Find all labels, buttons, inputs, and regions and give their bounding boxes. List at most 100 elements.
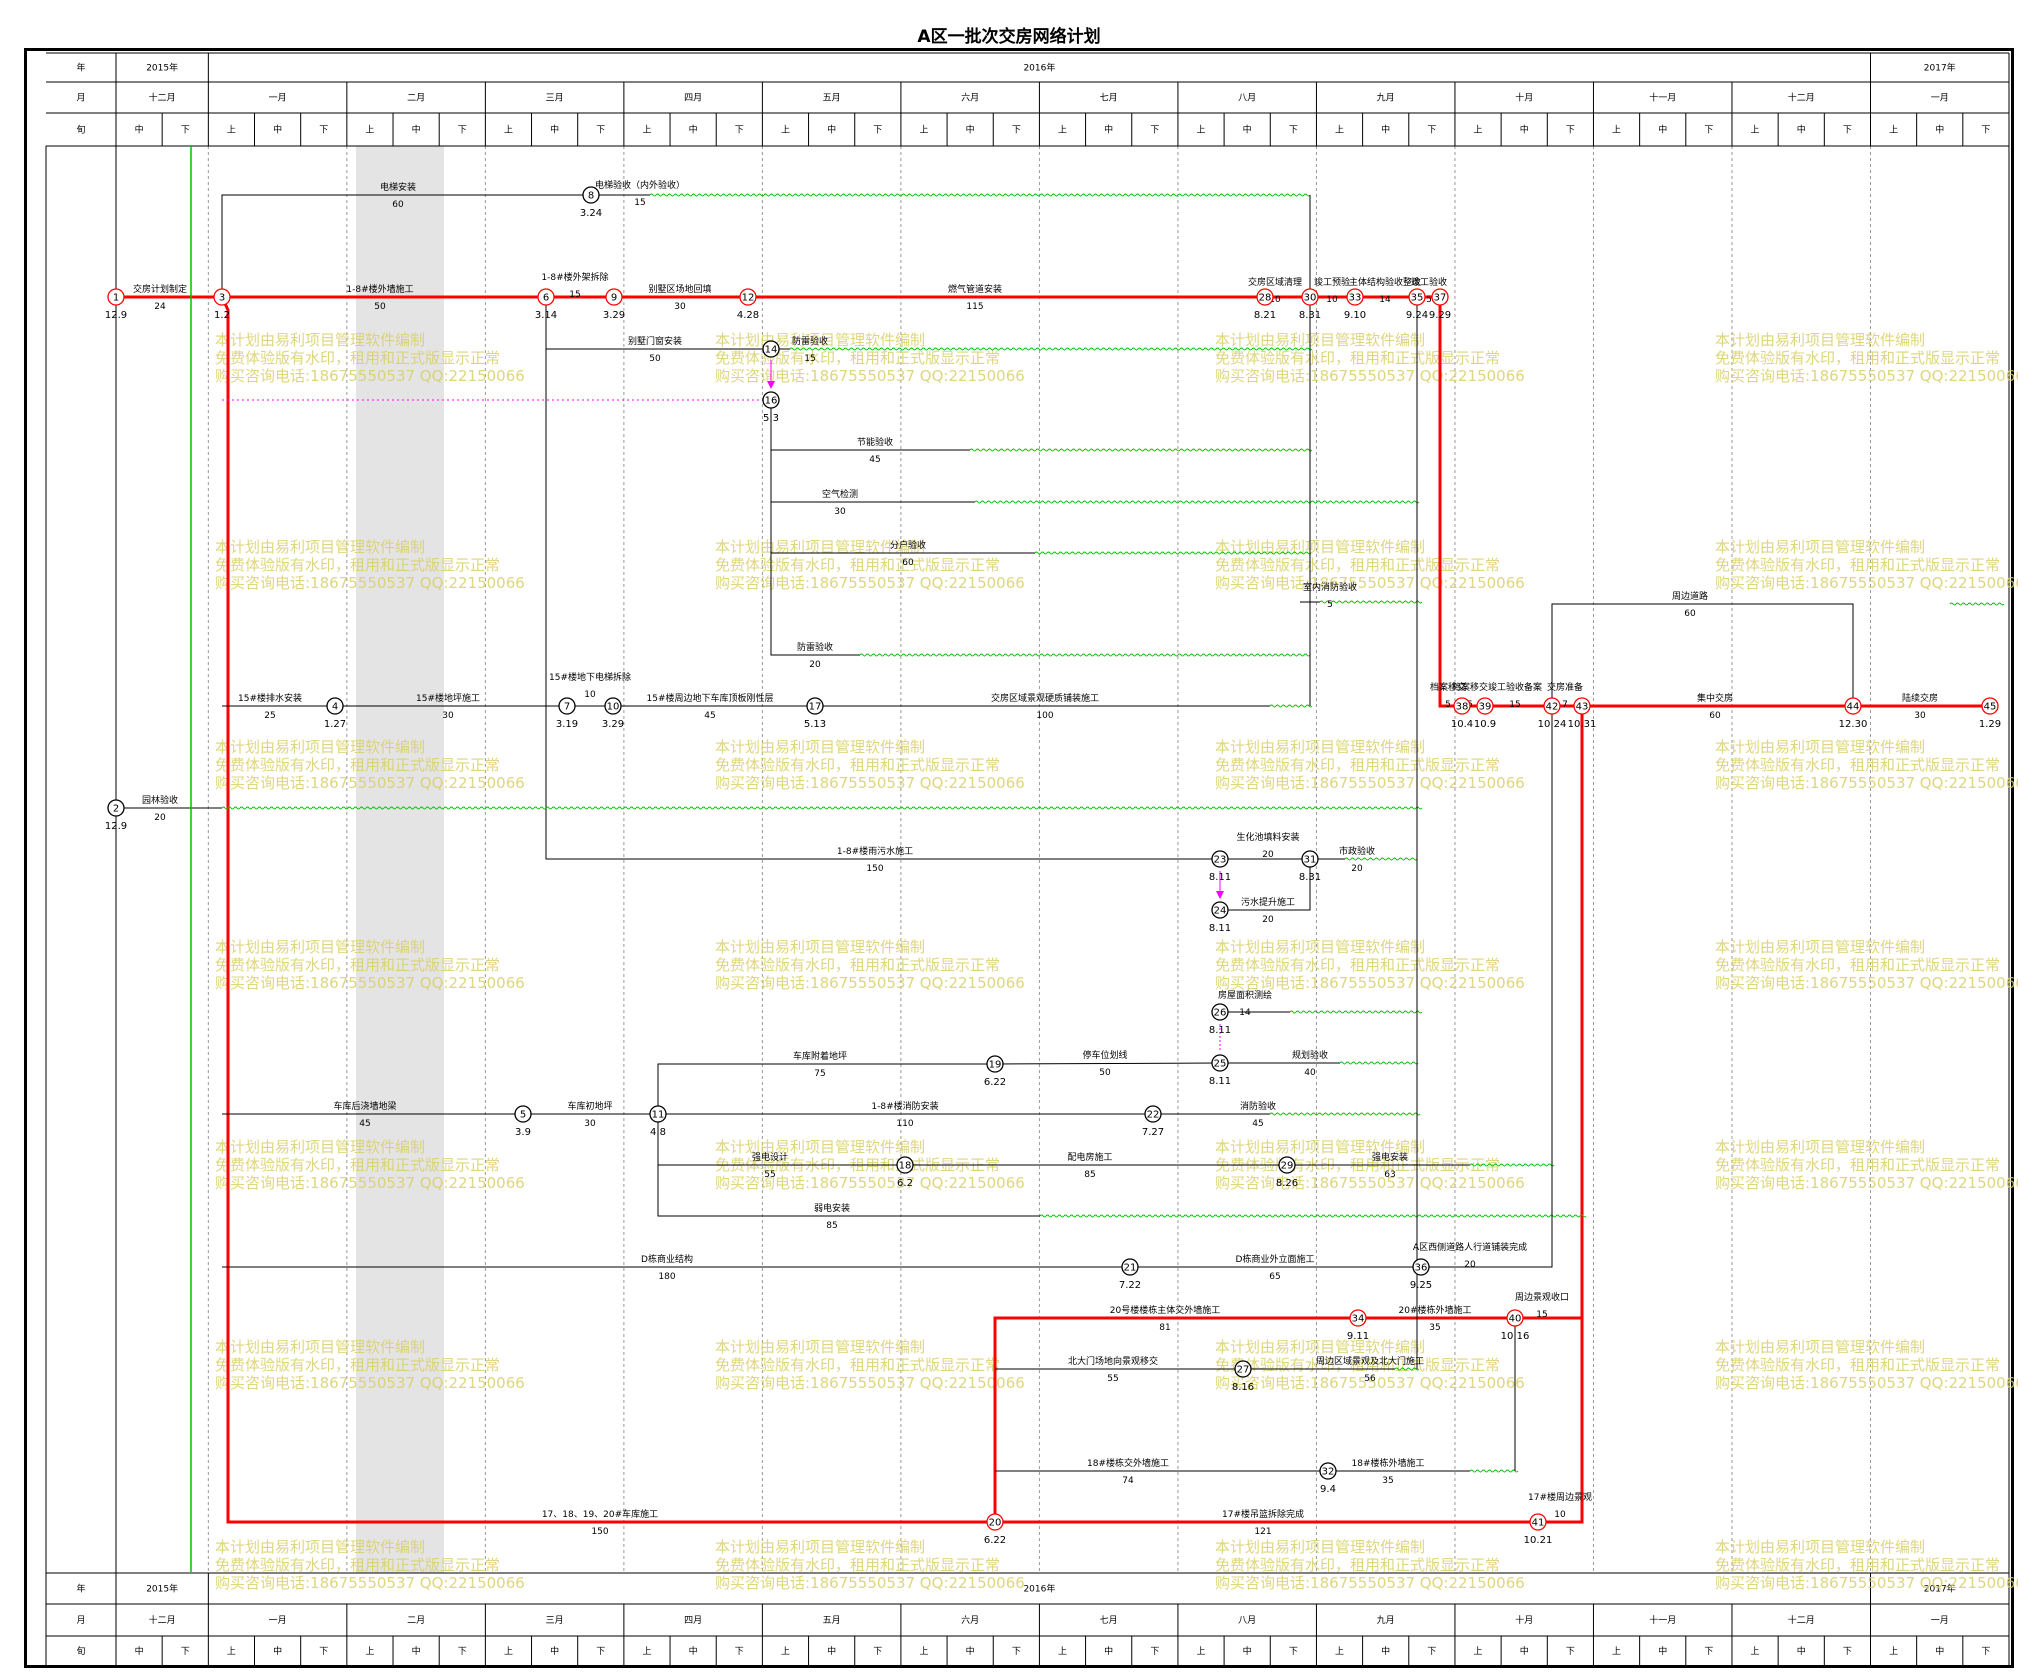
event-node-date: 10.31 xyxy=(1568,719,1597,730)
event-node-id: 19 xyxy=(989,1060,1002,1071)
event-node-circle xyxy=(1211,1054,1229,1072)
activity-duration: 150 xyxy=(591,1527,608,1537)
activity-duration: 15 xyxy=(804,354,815,364)
event-node-circle xyxy=(896,1156,914,1174)
activity-name: 周边景观收口 xyxy=(1515,1291,1569,1303)
event-node-id: 6 xyxy=(543,293,549,304)
activity-name: 别墅门窗安装 xyxy=(628,335,682,347)
event-node: 268.11 xyxy=(1209,1003,1231,1036)
bottom-dekad-33: 中 xyxy=(1658,1645,1667,1657)
top-month-6: 六月 xyxy=(961,92,979,104)
bottom-year-2: 2017年 xyxy=(1924,1583,1956,1595)
top-dekad-12: 中 xyxy=(689,124,698,136)
activity-duration: 20 xyxy=(1464,1260,1476,1270)
event-node-id: 31 xyxy=(1304,855,1317,866)
event-node-date: 10.9 xyxy=(1474,719,1496,730)
bottom-month-7: 七月 xyxy=(1100,1615,1118,1626)
event-node-circle xyxy=(514,1105,532,1123)
watermark-text: 本计划由易利项目管理软件编制 xyxy=(1715,331,1925,349)
event-node: 165.3 xyxy=(762,391,780,424)
top-month-7: 七月 xyxy=(1100,93,1118,104)
activity-name: 房屋面积测绘 xyxy=(1218,989,1272,1001)
event-node-id: 18 xyxy=(899,1161,912,1172)
watermark-text: 购买咨询电话:18675550537 QQ:22150066 xyxy=(1215,974,1525,992)
event-node-circle xyxy=(1211,901,1229,919)
event-node-circle xyxy=(1981,697,1999,715)
activity-duration: 24 xyxy=(154,302,166,312)
event-node: 369.25 xyxy=(1410,1258,1432,1291)
watermark-text: 免费体验版有水印，租用和正式版显示正常 xyxy=(1715,1156,2000,1174)
bottom-month-11: 十一月 xyxy=(1649,1614,1676,1626)
watermark-text: 购买咨询电话:18675550537 QQ:22150066 xyxy=(215,574,525,592)
activity-name: 交房区域清理 xyxy=(1248,276,1302,288)
event-node-circle xyxy=(1431,288,1449,306)
activity-duration: 20 xyxy=(1351,864,1363,874)
event-node: 175.13 xyxy=(804,697,826,730)
bottom-dekad-22: 下 xyxy=(1150,1647,1159,1657)
activity-name: 交房准备 xyxy=(1547,681,1583,693)
event-node-circle xyxy=(1211,1003,1229,1021)
top-dekad-27: 中 xyxy=(1381,124,1390,136)
activity-duration: 65 xyxy=(1269,1272,1280,1282)
activity-name: 园林验收 xyxy=(142,794,178,806)
activity-duration: 30 xyxy=(674,302,686,312)
event-node-date: 9.4 xyxy=(1320,1484,1336,1495)
watermark-text: 购买咨询电话:18675550537 QQ:22150066 xyxy=(1215,574,1525,592)
top-row-label-period: 旬 xyxy=(76,124,85,136)
event-node-circle xyxy=(1144,1105,1162,1123)
event-node: 379.29 xyxy=(1429,288,1451,321)
event-node-id: 17 xyxy=(809,702,822,713)
event-node-circle xyxy=(1278,1156,1296,1174)
bottom-month-12: 十二月 xyxy=(1788,1614,1815,1626)
event-node-id: 30 xyxy=(1304,293,1317,304)
bottom-dekad-28: 下 xyxy=(1427,1647,1436,1657)
watermark-text: 本计划由易利项目管理软件编制 xyxy=(215,938,425,956)
bottom-dekad-2: 上 xyxy=(227,1646,236,1657)
bottom-dekad-23: 上 xyxy=(1197,1646,1206,1657)
bottom-dekad-5: 上 xyxy=(365,1646,374,1657)
event-node-date: 8.11 xyxy=(1209,872,1231,883)
event-node: 41.27 xyxy=(324,697,346,730)
watermark-text: 购买咨询电话:18675550537 QQ:22150066 xyxy=(715,1574,1025,1592)
activity-name: 1-8#楼消防安装 xyxy=(871,1100,938,1112)
activity-name: 电梯安装 xyxy=(380,181,416,193)
event-node-id: 32 xyxy=(1322,1467,1335,1478)
watermark-text: 购买咨询电话:18675550537 QQ:22150066 xyxy=(1215,367,1525,385)
activity-name: 交房计划制定 xyxy=(133,283,187,295)
bottom-dekad-7: 下 xyxy=(458,1647,467,1657)
event-nodes: 112.9212.931.241.2753.963.1473.1983.2493… xyxy=(105,186,2001,1546)
event-node-id: 24 xyxy=(1214,906,1227,917)
event-node: 53.9 xyxy=(514,1105,532,1138)
top-month-5: 五月 xyxy=(823,93,841,104)
event-node-circle xyxy=(986,1055,1004,1073)
bottom-dekad-39: 中 xyxy=(1935,1645,1944,1657)
watermark-text: 免费体验版有水印，租用和正式版显示正常 xyxy=(715,556,1000,574)
event-node-date: 3.29 xyxy=(602,719,624,730)
watermark-text: 购买咨询电话:18675550537 QQ:22150066 xyxy=(1715,1574,2018,1592)
activity-duration: 30 xyxy=(442,711,454,721)
watermark-text: 本计划由易利项目管理软件编制 xyxy=(215,1538,425,1556)
watermark-text: 购买咨询电话:18675550537 QQ:22150066 xyxy=(1715,574,2018,592)
activity-name: 消防验收 xyxy=(1240,1100,1276,1112)
watermark-text: 免费体验版有水印，租用和正式版显示正常 xyxy=(1715,349,2000,367)
top-month-12: 十二月 xyxy=(1788,92,1815,104)
activity-name: 强电设计 xyxy=(752,1151,788,1163)
activity-duration: 10 xyxy=(1326,295,1338,305)
activity-name: 分户验收 xyxy=(890,539,926,551)
activity-duration: 45 xyxy=(869,455,880,465)
event-node-date: 1.29 xyxy=(1979,719,2001,730)
event-node-date: 4.28 xyxy=(737,310,759,321)
watermark-text: 本计划由易利项目管理软件编制 xyxy=(1215,738,1425,756)
watermark-text: 本计划由易利项目管理软件编制 xyxy=(1215,1138,1425,1156)
activity-name: 竣工验收 xyxy=(1411,276,1447,288)
activity-name: 污水提升施工 xyxy=(1241,896,1295,908)
activity-duration: 20 xyxy=(809,660,821,670)
watermark-text: 本计划由易利项目管理软件编制 xyxy=(1715,1338,1925,1356)
activity-duration: 110 xyxy=(896,1119,913,1129)
bottom-dekad-10: 下 xyxy=(596,1647,605,1657)
activity-duration: 15 xyxy=(569,290,580,300)
top-month-1: 一月 xyxy=(269,93,287,104)
activity-duration: 63 xyxy=(1384,1170,1395,1180)
